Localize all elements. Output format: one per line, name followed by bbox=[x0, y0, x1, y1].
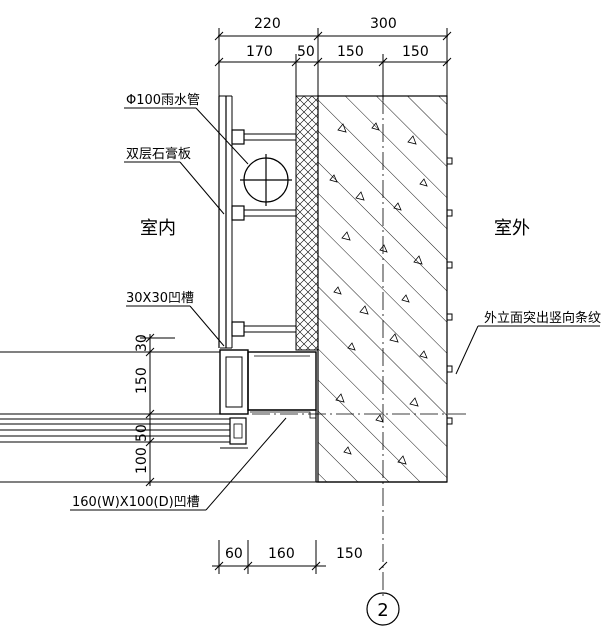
axis-marker-label: 2 bbox=[377, 600, 388, 621]
label-gypsum-board: 双层石膏板 bbox=[126, 146, 191, 162]
dim-bottom-150: 150 bbox=[336, 546, 363, 562]
window-frame bbox=[219, 347, 317, 482]
dim-bottom-60: 60 bbox=[225, 546, 243, 562]
dim-left-50: 50 bbox=[134, 424, 150, 442]
dim-left-100: 100 bbox=[134, 447, 150, 474]
bottom-dimensions bbox=[212, 540, 388, 574]
rain-pipe bbox=[240, 154, 292, 206]
label-facade-stripes: 外立面突出竖向条纹 bbox=[484, 310, 601, 326]
label-groove-small: 30X30凹槽 bbox=[126, 291, 194, 306]
label-rain-pipe: Φ100雨水管 bbox=[126, 93, 200, 108]
left-dimensions bbox=[140, 333, 175, 487]
axis-marker-circle bbox=[366, 592, 400, 626]
dim-top-150b: 150 bbox=[402, 44, 429, 60]
label-outdoor: 室外 bbox=[494, 218, 530, 239]
dim-left-150: 150 bbox=[134, 367, 150, 394]
top-dimensions bbox=[214, 28, 452, 100]
label-groove-large: 160(W)X100(D)凹槽 bbox=[72, 495, 200, 510]
dim-left-30: 30 bbox=[134, 334, 150, 352]
dim-bottom-160: 160 bbox=[268, 546, 295, 562]
leader-lines bbox=[70, 107, 600, 511]
dim-top-150a: 150 bbox=[337, 44, 364, 60]
dim-top-300: 300 bbox=[370, 16, 397, 32]
axis-centerline bbox=[0, 96, 470, 596]
concrete-wall bbox=[317, 95, 453, 483]
insulation-layer bbox=[295, 95, 319, 351]
dim-top-170: 170 bbox=[246, 44, 273, 60]
dim-top-50: 50 bbox=[297, 44, 315, 60]
interior-lining bbox=[218, 95, 296, 348]
label-indoor: 室内 bbox=[140, 218, 176, 239]
dim-top-220: 220 bbox=[254, 16, 281, 32]
